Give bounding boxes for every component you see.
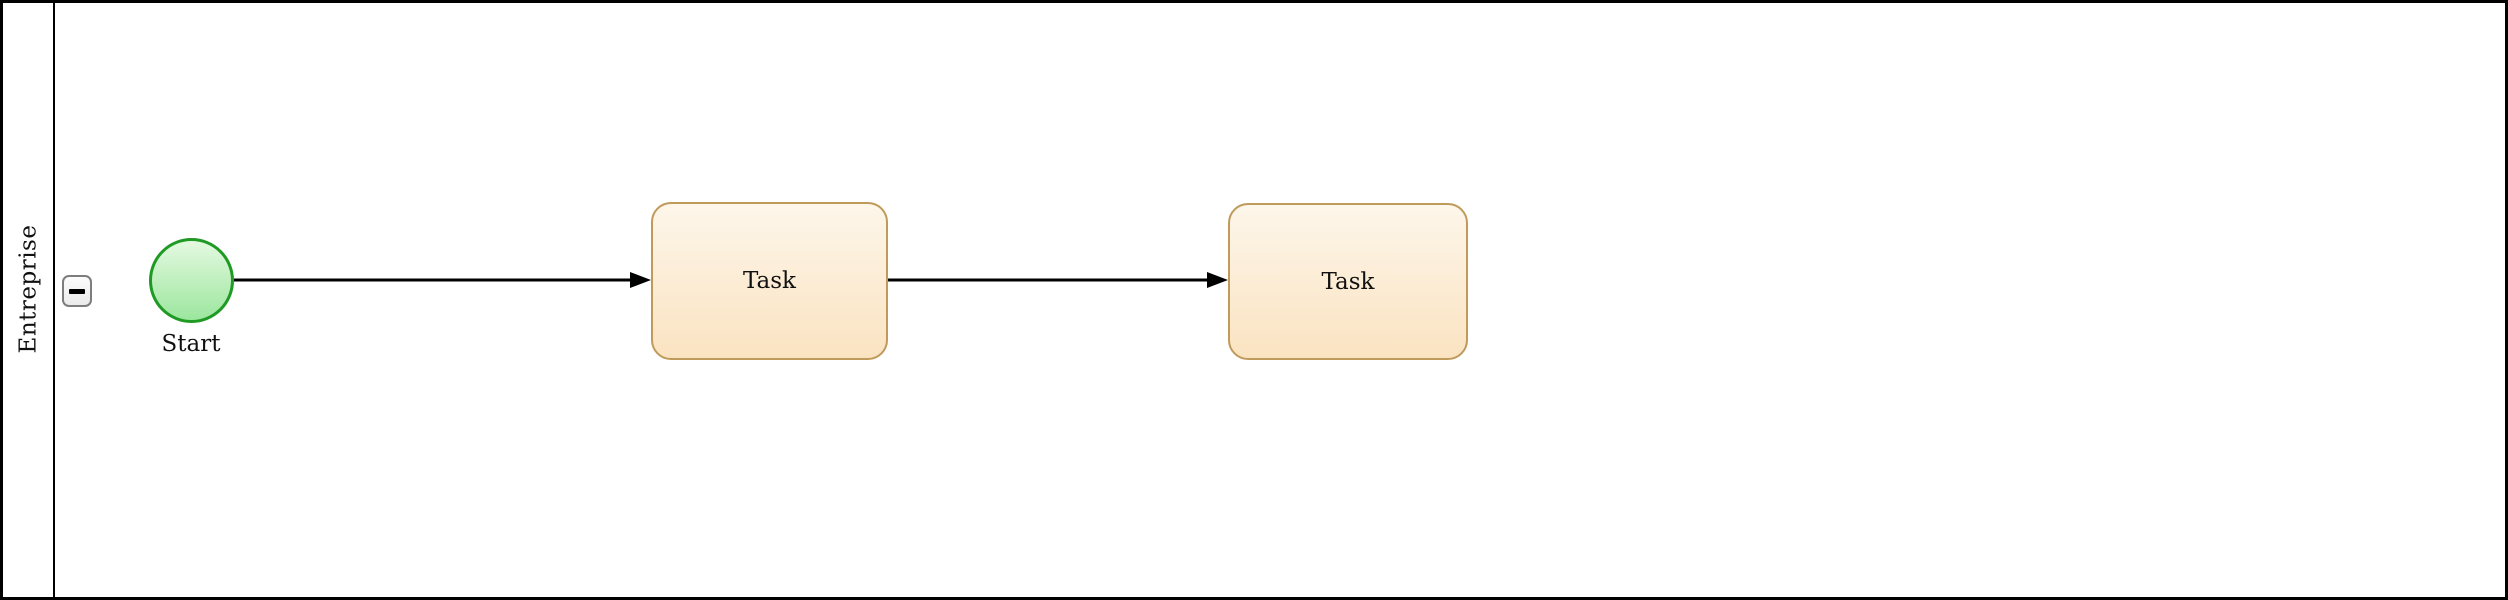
sequence-flow-task1-to-task2[interactable]	[888, 272, 1228, 288]
arrowhead-icon	[1207, 272, 1228, 288]
start-event-node[interactable]	[149, 238, 234, 323]
task-1-label: Task	[742, 268, 796, 294]
pool-collapse-button[interactable]	[62, 275, 92, 307]
task-node-1[interactable]: Task	[651, 202, 888, 360]
arrowhead-icon	[630, 272, 651, 288]
pool-label-strip[interactable]: Entreprise	[3, 3, 55, 597]
start-event-label: Start	[161, 331, 221, 357]
collapse-minus-icon	[69, 288, 85, 294]
sequence-flow-start-to-task1[interactable]	[234, 272, 651, 288]
task-2-label: Task	[1321, 268, 1375, 295]
task-node-2[interactable]: Task	[1228, 203, 1468, 360]
